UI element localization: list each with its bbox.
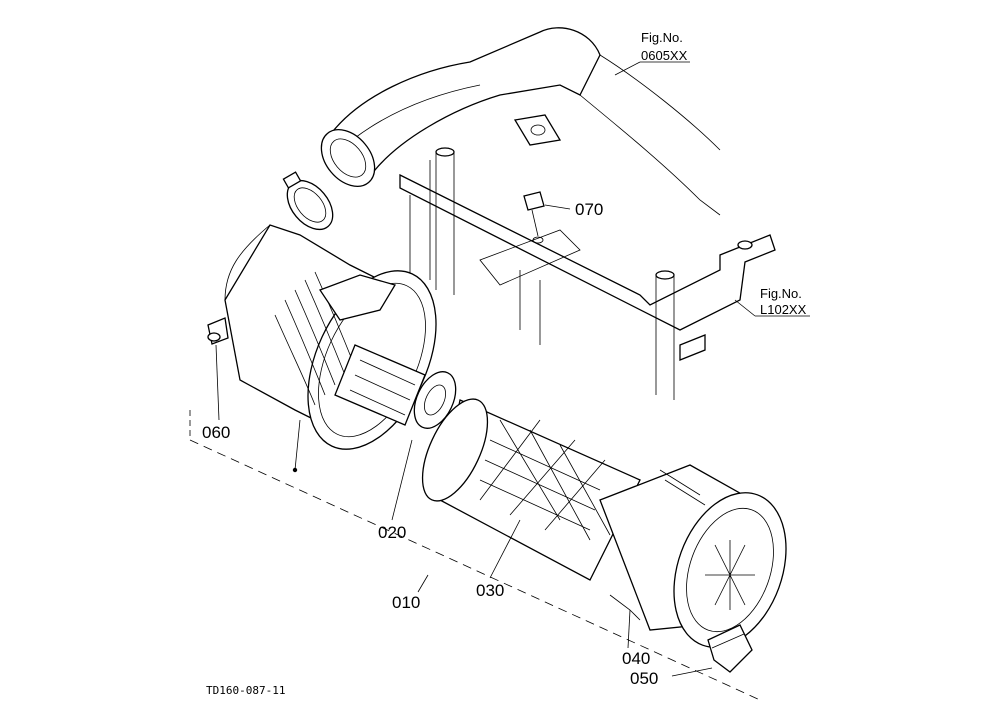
drawing-code: TD160-087-11 [206,684,285,697]
primary-element [421,398,641,581]
fig-ref-number-2: L102XX [760,302,807,317]
callout-040: 040 [622,649,650,668]
bolt [523,191,545,244]
air-cleaner-cover [599,464,787,648]
air-cleaner-housing [207,224,437,450]
fig-ref-number-1: 0605XX [641,48,688,63]
callout-010: 010 [392,593,420,612]
callout-030: 030 [476,581,504,600]
callout-070: 070 [575,200,603,219]
callout-050: 050 [630,669,658,688]
fig-ref-label-2: Fig.No. [760,286,802,301]
safety-element [334,344,457,429]
intake-hose [320,27,721,216]
hose-clamp [282,171,334,231]
fig-ref-label-1: Fig.No. [641,30,683,45]
callout-020: 020 [378,523,406,542]
evacuator-valve [707,624,753,673]
leader-lines [215,61,810,677]
callout-060: 060 [202,423,230,442]
mounting-bracket [399,114,776,400]
